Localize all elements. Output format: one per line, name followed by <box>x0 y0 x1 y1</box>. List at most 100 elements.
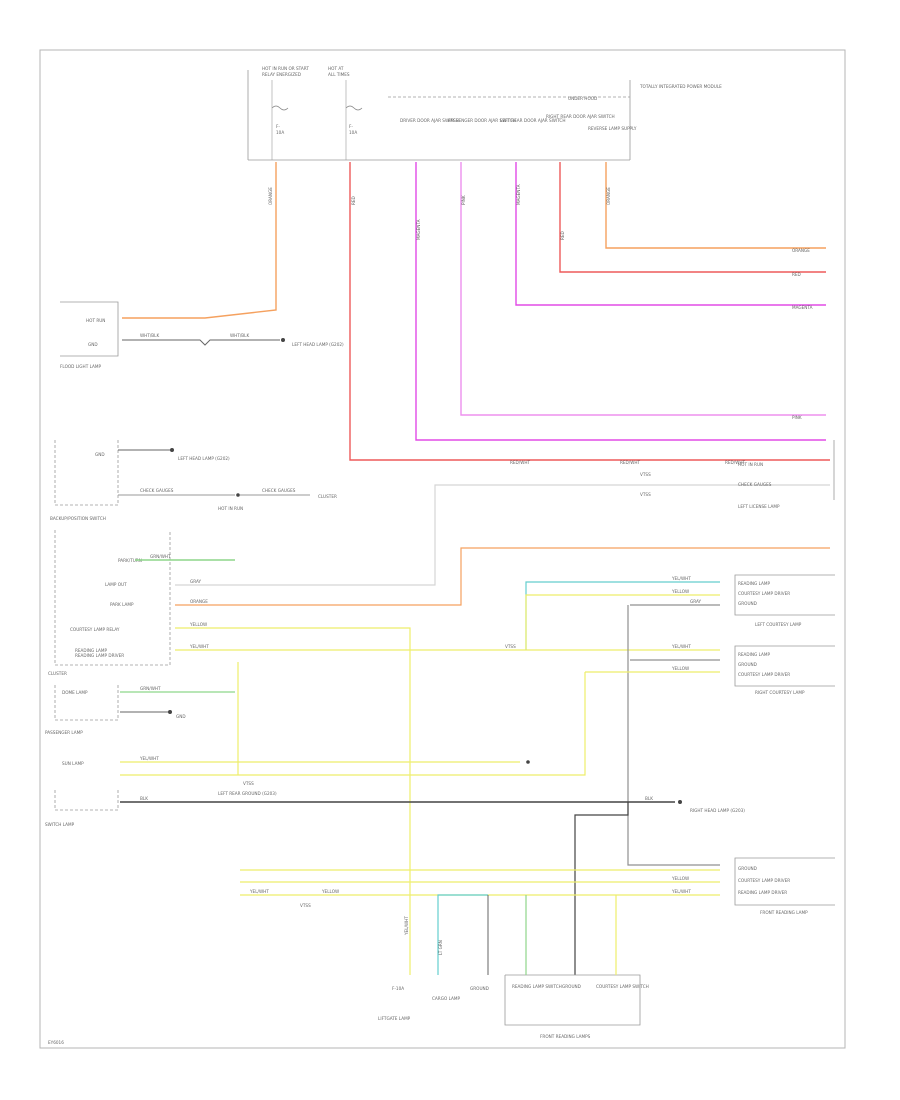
lr-ground: GROUND <box>738 662 757 667</box>
wire-label-orange-2: ORANGE <box>606 187 611 205</box>
cluster-output-label: CLUSTER <box>318 494 337 499</box>
wire-label-wht-blk: WHT/BLK <box>140 333 159 338</box>
reading-switch-label: READING LAMP SWITCH <box>512 984 562 989</box>
diagram-frame <box>39 49 846 1049</box>
wire-orange-fuse-a <box>122 162 277 319</box>
wire-red-fuse-b <box>349 162 830 461</box>
cluster-reading: READING LAMP <box>75 648 107 653</box>
wire-label-red: RED <box>351 196 356 205</box>
frl-ground: GROUND <box>738 866 757 871</box>
wire-gray-lamp-out <box>175 484 830 586</box>
wire-label-yellow-6: YELLOW <box>321 889 339 894</box>
wire-label-red-end: RED <box>792 272 801 277</box>
passenger-door-switch-label: PASSENGER DOOR AJAR SWITCH <box>448 118 516 123</box>
right-head-lamp-label: SWITCH LAMP <box>45 822 75 827</box>
wire-label-lt-grn: LT GRN <box>438 940 443 955</box>
wire-label-yellow-5: YELLOW <box>671 876 689 881</box>
driver-door-switch-label: DRIVER DOOR AJAR SWITCH <box>400 118 459 123</box>
wire-label-gray-2: GRAY <box>690 599 702 604</box>
wire-gray-vertical <box>627 605 720 866</box>
bottom-ground-label: GROUND <box>470 986 489 991</box>
fuse-b-label: F- <box>349 124 353 129</box>
check-gauges-label: CHECK GAUGES <box>140 488 174 493</box>
cluster-courtesy: COURTESY LAMP RELAY <box>70 627 120 632</box>
backup-switch-block: LEFT HEAD LAMP (G202) GND CHECK GAUGES C… <box>50 440 337 521</box>
wire-label-green-2: GRN/WHT <box>140 686 161 691</box>
flood-lamp-hot-label: HOT RUN <box>86 318 105 323</box>
wire-label-black-2: BLK <box>645 796 653 801</box>
dome-lamp-label: DOME LAMP <box>62 690 88 695</box>
front-reading-lamp-label: FRONT READING LAMP <box>760 910 808 915</box>
wire-label-red-wht-2: RED/WHT <box>620 460 640 465</box>
flood-lamp-label: FLOOD LIGHT LAMP <box>60 364 101 369</box>
fuse-hot-at-label: HOT AT <box>328 66 344 71</box>
left-rear-lamp-block: READING LAMP GROUND COURTESY LAMP DRIVER… <box>120 644 835 776</box>
wire-label-yel-wht-8: YEL/WHT <box>404 916 409 936</box>
frl-reading: READING LAMP DRIVER <box>738 890 787 895</box>
wire-label-magenta-end: MAGENTA <box>792 305 813 310</box>
wire-yellow-right-rear-2 <box>525 594 720 650</box>
right-rear-ground-label: LEFT REAR GROUND (G203) <box>218 791 277 796</box>
splice-label: VTSS <box>505 644 516 649</box>
cluster-park-lamp: PARK LAMP <box>110 602 134 607</box>
wire-label-orange: ORANGE <box>268 187 273 205</box>
wire-label-magenta-2: MAGENTA <box>516 184 521 205</box>
left-license-lamp-block: HOT IN RUN CHECK GAUGES LEFT LICENSE LAM… <box>510 440 835 509</box>
wire-label-yellow: YELLOW <box>189 622 207 627</box>
wire-orange-reverse <box>605 162 826 249</box>
check-gauges-label-2: CHECK GAUGES <box>262 488 296 493</box>
fuse-all-times-label: ALL TIMES <box>328 72 350 77</box>
right-ground-label: RIGHT HEAD LAMP (G203) <box>690 808 745 813</box>
wire-label-yel-wht-2: YEL/WHT <box>671 576 691 581</box>
left-rear-door-switch-label: LEFT REAR DOOR AJAR SWITCH <box>500 118 565 123</box>
reverse-lamp-supply-label: REVERSE LAMP SUPPLY <box>588 126 637 131</box>
splice-label-3: VTSS <box>243 781 254 786</box>
tipm-label: TOTALLY INTEGRATED POWER MODULE <box>639 84 722 89</box>
wire-label-yel-wht-7: YEL/WHT <box>249 889 269 894</box>
right-rear-lamp-block: READING LAMP COURTESY LAMP DRIVER GROUND… <box>734 574 835 627</box>
lr-reading: READING LAMP <box>738 652 770 657</box>
wire-labels-tipm: ORANGE RED MAGENTA PINK MAGENTA RED ORAN… <box>268 184 813 420</box>
cluster-wires <box>175 484 830 895</box>
right-rear-door-switch-label: RIGHT REAR DOOR AJAR SWITCH <box>546 114 615 119</box>
wire-label-yellow-4: YELLOW <box>671 666 689 671</box>
fuse-relay-label: RELAY ENERGIZED <box>262 72 301 77</box>
backup-gnd: GND <box>95 452 105 457</box>
left-license-switch: CHECK GAUGES <box>738 482 772 487</box>
passenger-lamp-label: PASSENGER LAMP <box>45 730 83 735</box>
bottom-blocks: YEL/WHT LT GRN F-10A LIFTGATE LAMP CARGO… <box>48 894 649 1045</box>
wire-label-yel-wht-4: YEL/WHT <box>671 644 691 649</box>
flood-lamp-block: HOT RUN GND FLOOD LIGHT LAMP WHT/BLK WHT… <box>60 301 344 369</box>
wire-label-orange-3: ORANGE <box>190 599 208 604</box>
wire-red-right-rear <box>559 162 826 273</box>
cluster-block: CLUSTER PARK/TURN GRN/WHT LAMP OUT PARK … <box>48 530 235 676</box>
left-license-label: LEFT LICENSE LAMP <box>738 504 780 509</box>
wire-magenta-driver <box>415 162 826 441</box>
cluster-lamp-label: PARK/TURN <box>118 558 142 563</box>
tipm-box: HOT IN RUN OR START RELAY ENERGIZED HOT … <box>247 66 722 161</box>
wire-orange-park <box>175 547 830 606</box>
fuse-b-amp: 10A <box>349 130 357 135</box>
left-switch-lamps: DOME LAMP GRN/WHT GND PASSENGER LAMP SUN… <box>45 662 530 796</box>
splice-s1: VTSS <box>640 472 651 477</box>
wire-cyan-right-rear <box>525 581 720 650</box>
wire-label-yel-wht-5: YEL/WHT <box>139 756 159 761</box>
wire-label-pink-end: PINK <box>792 415 802 420</box>
ground-switch-label: GROUND <box>562 984 581 989</box>
wire-label-pink: PINK <box>461 195 466 205</box>
wire-yellow-courtesy <box>175 627 411 895</box>
wire-label-black: BLK <box>140 796 148 801</box>
right-courtesy-label: RIGHT COURTESY LAMP <box>755 690 805 695</box>
front-reading-lamp-block: GROUND COURTESY LAMP DRIVER READING LAMP… <box>240 857 835 915</box>
cluster-wire-labels: GRAY ORANGE YELLOW YEL/WHT VTSS YEL/WHT … <box>189 576 702 649</box>
flood-lamp-gnd-label: GND <box>88 342 98 347</box>
wire-label-yel-wht-6: YEL/WHT <box>671 889 691 894</box>
wire-label-orange-end: ORANGE <box>792 248 810 253</box>
splice-label-4: VTSS <box>300 903 311 908</box>
left-courtesy-label: LEFT COURTESY LAMP <box>755 622 802 627</box>
wire-pink-passenger <box>460 162 826 416</box>
left-license-hot: HOT IN RUN <box>738 462 763 467</box>
lr-courtesy: COURTESY LAMP DRIVER <box>738 672 790 677</box>
backup-ground-label: LEFT HEAD LAMP (G202) <box>178 456 230 461</box>
fuse-a-amp: 10A <box>276 130 284 135</box>
